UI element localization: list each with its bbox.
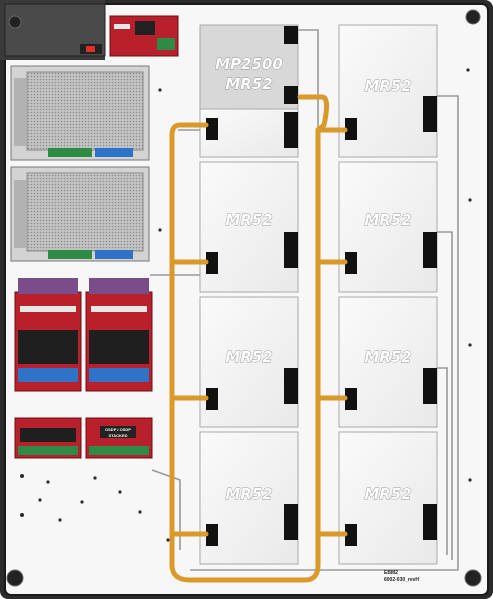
module-row2-left: MR52 <box>199 161 299 293</box>
module-title-mr52: MR52 <box>225 75 272 93</box>
module-title: MR52 <box>364 211 411 229</box>
relay-board-1 <box>14 278 82 392</box>
corner-screws <box>6 9 482 587</box>
relay-board-2 <box>85 278 153 392</box>
power-switch-indicator-icon <box>86 46 95 52</box>
module-title: MR52 <box>225 211 272 229</box>
module-row3-left: MR52 <box>199 296 299 428</box>
power-supply-2 <box>10 166 150 262</box>
osdp-board-1 <box>14 417 82 459</box>
osdp-board-2: OSDP / OSDP STACKED <box>85 417 153 459</box>
tamper-board <box>109 15 179 57</box>
module-title: MR52 <box>225 348 272 366</box>
module-row4-right: MR52 <box>338 431 438 565</box>
panel-id-label: EBM2 <box>384 570 398 576</box>
module-title: MR52 <box>364 348 411 366</box>
module-top-right: MR52 <box>338 24 438 158</box>
module-title: MR52 <box>225 485 272 503</box>
module-top-left: MP2500 MR52 <box>199 24 299 158</box>
mounting-holes <box>20 68 472 542</box>
module-row4-left: MR52 <box>199 431 299 565</box>
module-row2-right: MR52 <box>338 161 438 293</box>
module-title: MR52 <box>364 485 411 503</box>
osdp-label-line2: STACKED <box>108 433 127 438</box>
module-title: MR52 <box>364 77 411 95</box>
osdp-label-line1: OSDP / OSDP <box>105 427 131 432</box>
power-supply-1 <box>10 65 150 161</box>
part-number-label: 6002-030_revH <box>384 577 419 583</box>
module-row3-right: MR52 <box>338 296 438 428</box>
module-title-mp2500: MP2500 <box>215 55 283 73</box>
orange-cables <box>169 94 348 583</box>
